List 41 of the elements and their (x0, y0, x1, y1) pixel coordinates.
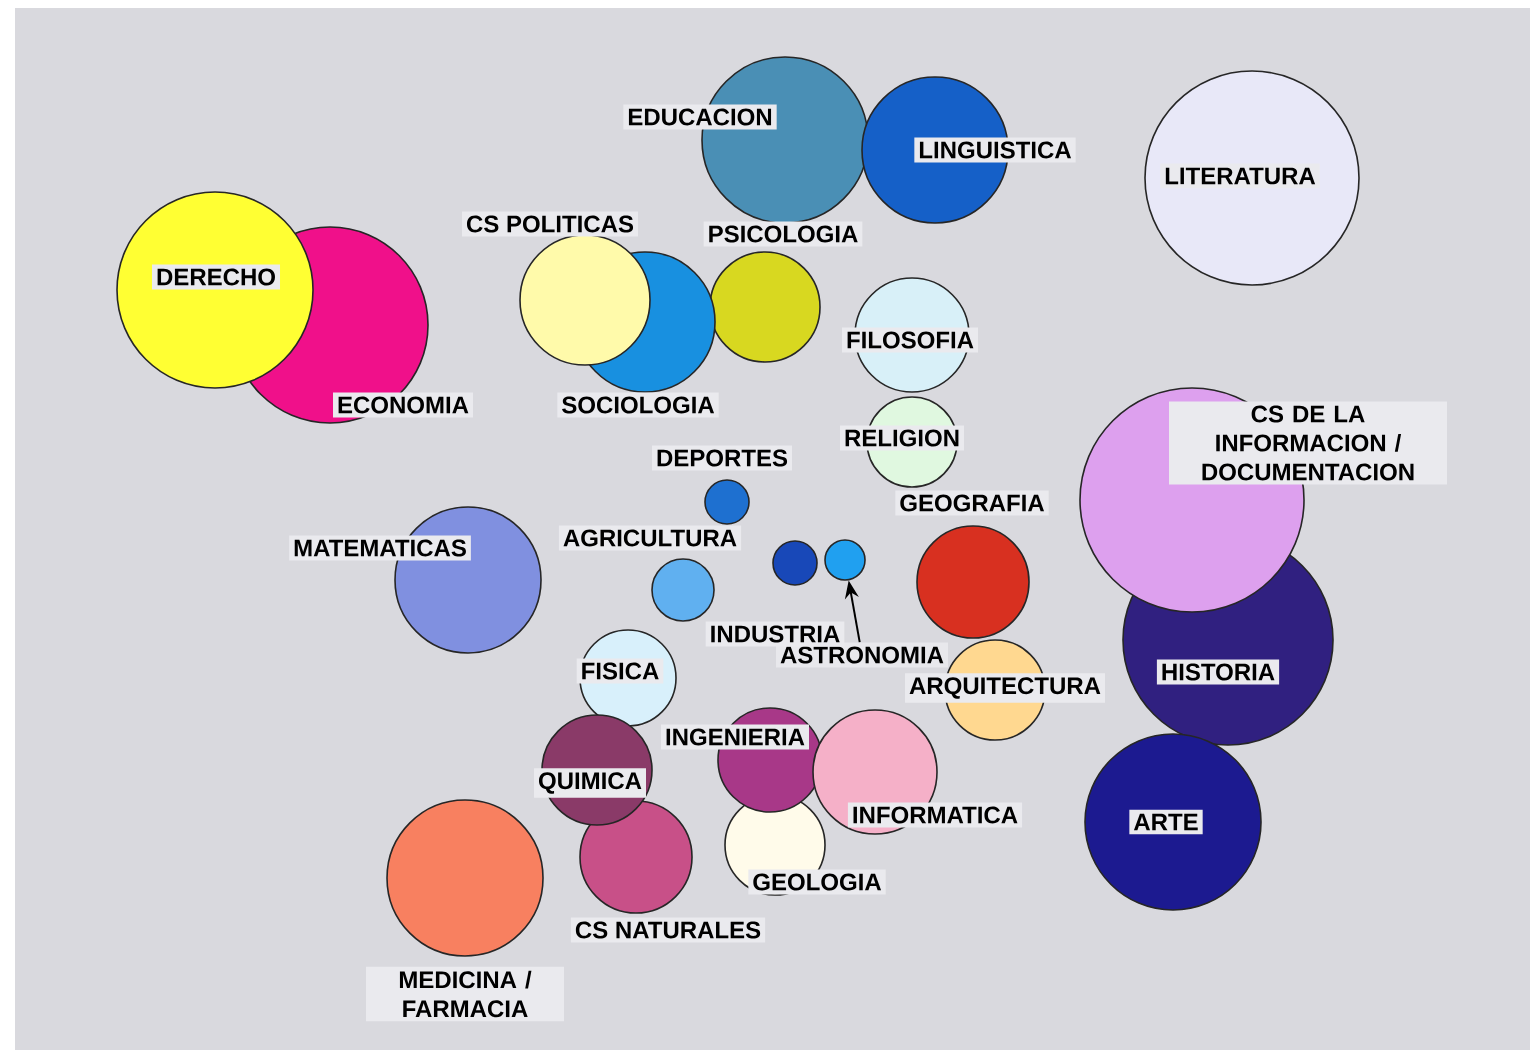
bubble-label: CS DE LA INFORMACION / DOCUMENTACION (1169, 401, 1447, 485)
bubble (651, 558, 715, 622)
bubble-label: AGRICULTURA (558, 525, 742, 551)
bubble-label: QUIMICA (534, 768, 646, 798)
bubble-label: DERECHO (152, 264, 280, 290)
bubble (709, 251, 821, 363)
bubble-label: GEOLOGIA (748, 869, 886, 895)
bubble (824, 539, 866, 581)
bubble-label: RELIGION (840, 425, 964, 451)
bubble-label: FILOSOFIA (842, 327, 978, 353)
bubble-label: MATEMATICAS (289, 535, 471, 561)
bubble-label: SOCIOLOGIA (557, 392, 719, 418)
node-label: DEPORTES (657, 449, 788, 467)
node-label: INDUSTRIA (711, 625, 840, 643)
bubble-label: INGENIERIA (661, 724, 809, 750)
bubble-label: LINGUISTICA (914, 137, 1076, 163)
bubble-label: LITERATURA (1160, 163, 1320, 189)
bubble (519, 234, 651, 366)
bubble-label: INFORMATICA (847, 802, 1023, 828)
bubble-label: GEOGRAFIA (895, 490, 1049, 516)
bubble-label: CS POLITICAS (462, 211, 638, 237)
bubble-label: EDUCACION (623, 104, 777, 130)
bubble-label: DEPORTES (652, 445, 792, 471)
bubble-label: INDUSTRIA (705, 621, 845, 647)
bubble-label: ARQUITECTURA (905, 673, 1105, 703)
bubble-label: ARTE (1129, 809, 1203, 835)
bubble (386, 799, 544, 957)
node-label: AGRICULTURA (563, 529, 737, 547)
bubble (579, 800, 693, 914)
bubble-label: MEDICINA / FARMACIA (366, 966, 564, 1022)
bubble-label: ECONOMIA (333, 392, 473, 418)
bubble (916, 525, 1030, 639)
bubble-label: PSICOLOGIA (703, 221, 863, 247)
bubble (772, 540, 818, 586)
bubble (116, 191, 314, 389)
bubble-label: FISICA (576, 658, 664, 684)
bubble (1084, 733, 1262, 911)
bubble-label: CS NATURALES (570, 917, 766, 943)
bubble (704, 479, 750, 525)
bubble (1144, 70, 1360, 286)
bubble-label: HISTORIA (1156, 659, 1280, 685)
